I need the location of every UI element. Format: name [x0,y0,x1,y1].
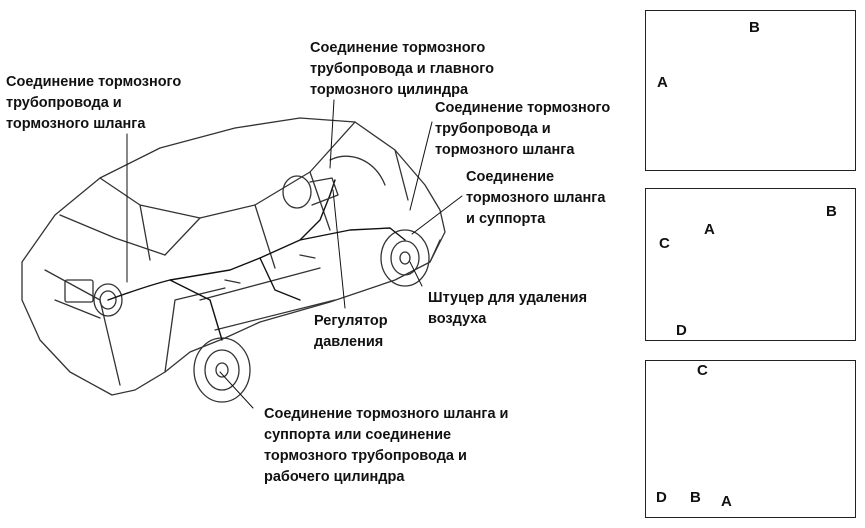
callout-pipe-master: Соединение тормозного трубопровода и гла… [310,40,494,98]
detail-panel-bottom [645,360,856,518]
bottom-panel-letter-d: D [656,489,667,506]
detail-panel-top [645,10,856,171]
brake-lines [107,179,406,341]
callout-rear-hose: Соединение тормозного шланга и суппорта … [264,406,509,485]
top-panel-letter-b: B [749,19,760,36]
bottom-panel-letter-b: B [690,489,701,506]
callout-hose-caliper: Соединение тормозного шланга и суппорта [466,169,606,227]
middle-panel-letter-a: A [704,221,715,238]
bottom-panel-letter-c: C [697,362,708,379]
callout-hose-pipe-front: Соединение тормозного трубопровода и тор… [435,100,611,158]
callout-bleeder: Штуцер для удаления воздуха [428,290,588,327]
middle-panel-letter-d: D [676,322,687,339]
front-right-wheel [380,229,430,287]
callout-regulator: Регулятор давления [314,313,388,350]
middle-panel-letter-c: C [659,235,670,252]
top-panel-letter-a: A [657,74,668,91]
middle-panel-letter-b: B [826,203,837,220]
rear-right-wheel [193,337,251,403]
pointer-lines [126,99,463,409]
master-cylinder [282,175,339,209]
bottom-panel-letter-a: A [721,493,732,510]
car-body [21,117,446,396]
detail-panel-middle [645,188,856,341]
rear-left-wheel [93,283,123,317]
callout-hose-pipe-rear: Соединение тормозного трубопровода и тор… [6,74,182,132]
